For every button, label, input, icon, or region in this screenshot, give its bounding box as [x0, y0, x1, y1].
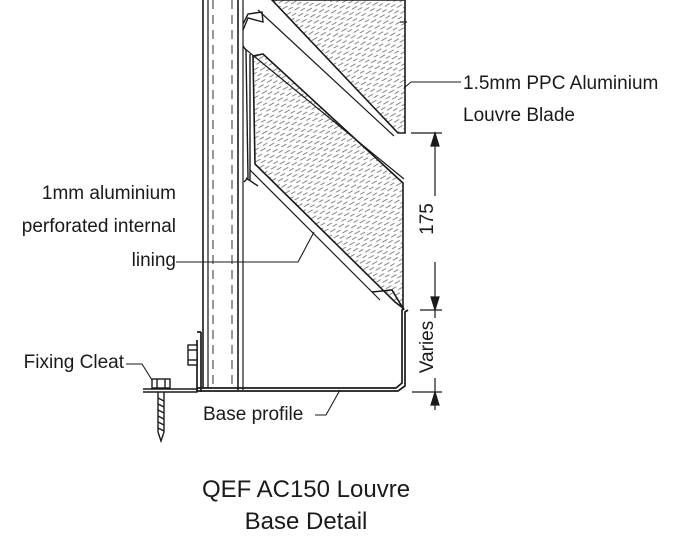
blade-label-line1: 1.5mm PPC Aluminium [463, 73, 658, 94]
fixing-cleat-label: Fixing Cleat [24, 352, 125, 373]
dimension-blade-spacing [411, 130, 442, 313]
blade-label-line2: Louvre Blade [463, 105, 575, 126]
dimension-varies-text: Varies [417, 321, 438, 373]
lining-label-line2: perforated internal [22, 216, 176, 237]
lining-label-line1: 1mm aluminium [42, 183, 176, 204]
leader-lines [126, 81, 461, 416]
base-profile [196, 307, 409, 392]
base-profile-label: Base profile [203, 404, 303, 425]
fixing-cleat [143, 344, 198, 444]
dimension-175-text: 175 [417, 203, 438, 235]
lining-label-line3: lining [132, 250, 176, 271]
dimension-base-height [412, 310, 442, 410]
title-line2: Base Detail [245, 508, 368, 535]
blade-clip-bracket [242, 11, 264, 187]
upper-louvre-blade [257, 0, 407, 137]
vertical-mullion [202, 0, 244, 390]
title-line1: QEF AC150 Louvre [202, 476, 410, 503]
